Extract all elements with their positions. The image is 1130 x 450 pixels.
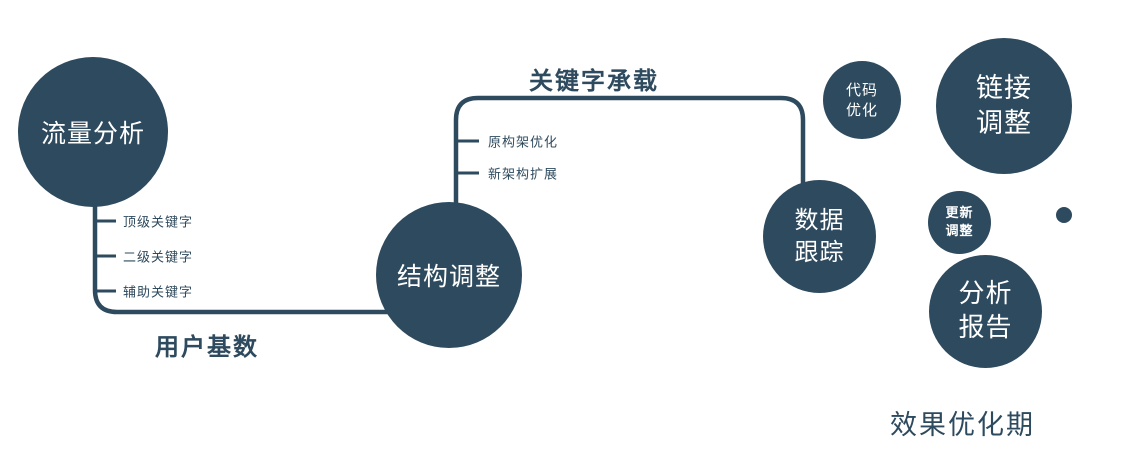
structure-branch-ticks (456, 139, 479, 175)
footer-phase-label: 效果优化期 (890, 410, 1035, 441)
node-data-tracking-label: 数据 跟踪 (794, 206, 845, 266)
node-code-optimization-label: 代码 优化 (845, 80, 878, 119)
traffic-branch-top-keywords: 顶级关键字 (123, 215, 194, 231)
edge-label-user-base: 用户基数 (155, 333, 259, 361)
structure-branch-new-expansion: 新架构扩展 (488, 167, 559, 183)
node-update-adjustment: 更新 调整 (928, 191, 991, 254)
structure-to-data-connector (453, 95, 806, 212)
node-analysis-report-label: 分析 报告 (958, 278, 1013, 343)
node-code-optimization: 代码 优化 (823, 61, 901, 139)
structure-branch-original-optimization: 原构架优化 (488, 135, 559, 151)
node-analysis-report: 分析 报告 (929, 255, 1042, 368)
node-structure-adjustment: 结构调整 (376, 202, 522, 348)
traffic-branch-secondary-keywords: 二级关键字 (123, 250, 194, 266)
node-structure-adjustment-label: 结构调整 (396, 262, 501, 291)
node-link-adjustment: 链接 调整 (936, 38, 1072, 174)
bullet-dot (1056, 207, 1072, 223)
node-update-adjustment-label: 更新 调整 (945, 205, 974, 239)
edge-label-keyword-carry: 关键字承载 (529, 67, 659, 95)
node-link-adjustment-label: 链接 调整 (976, 72, 1032, 139)
node-data-tracking: 数据 跟踪 (763, 180, 876, 293)
node-traffic-analysis-label: 流量分析 (40, 119, 145, 148)
traffic-branch-ticks (95, 219, 116, 293)
node-traffic-analysis: 流量分析 (18, 57, 168, 207)
traffic-branch-auxiliary-keywords: 辅助关键字 (123, 285, 194, 301)
